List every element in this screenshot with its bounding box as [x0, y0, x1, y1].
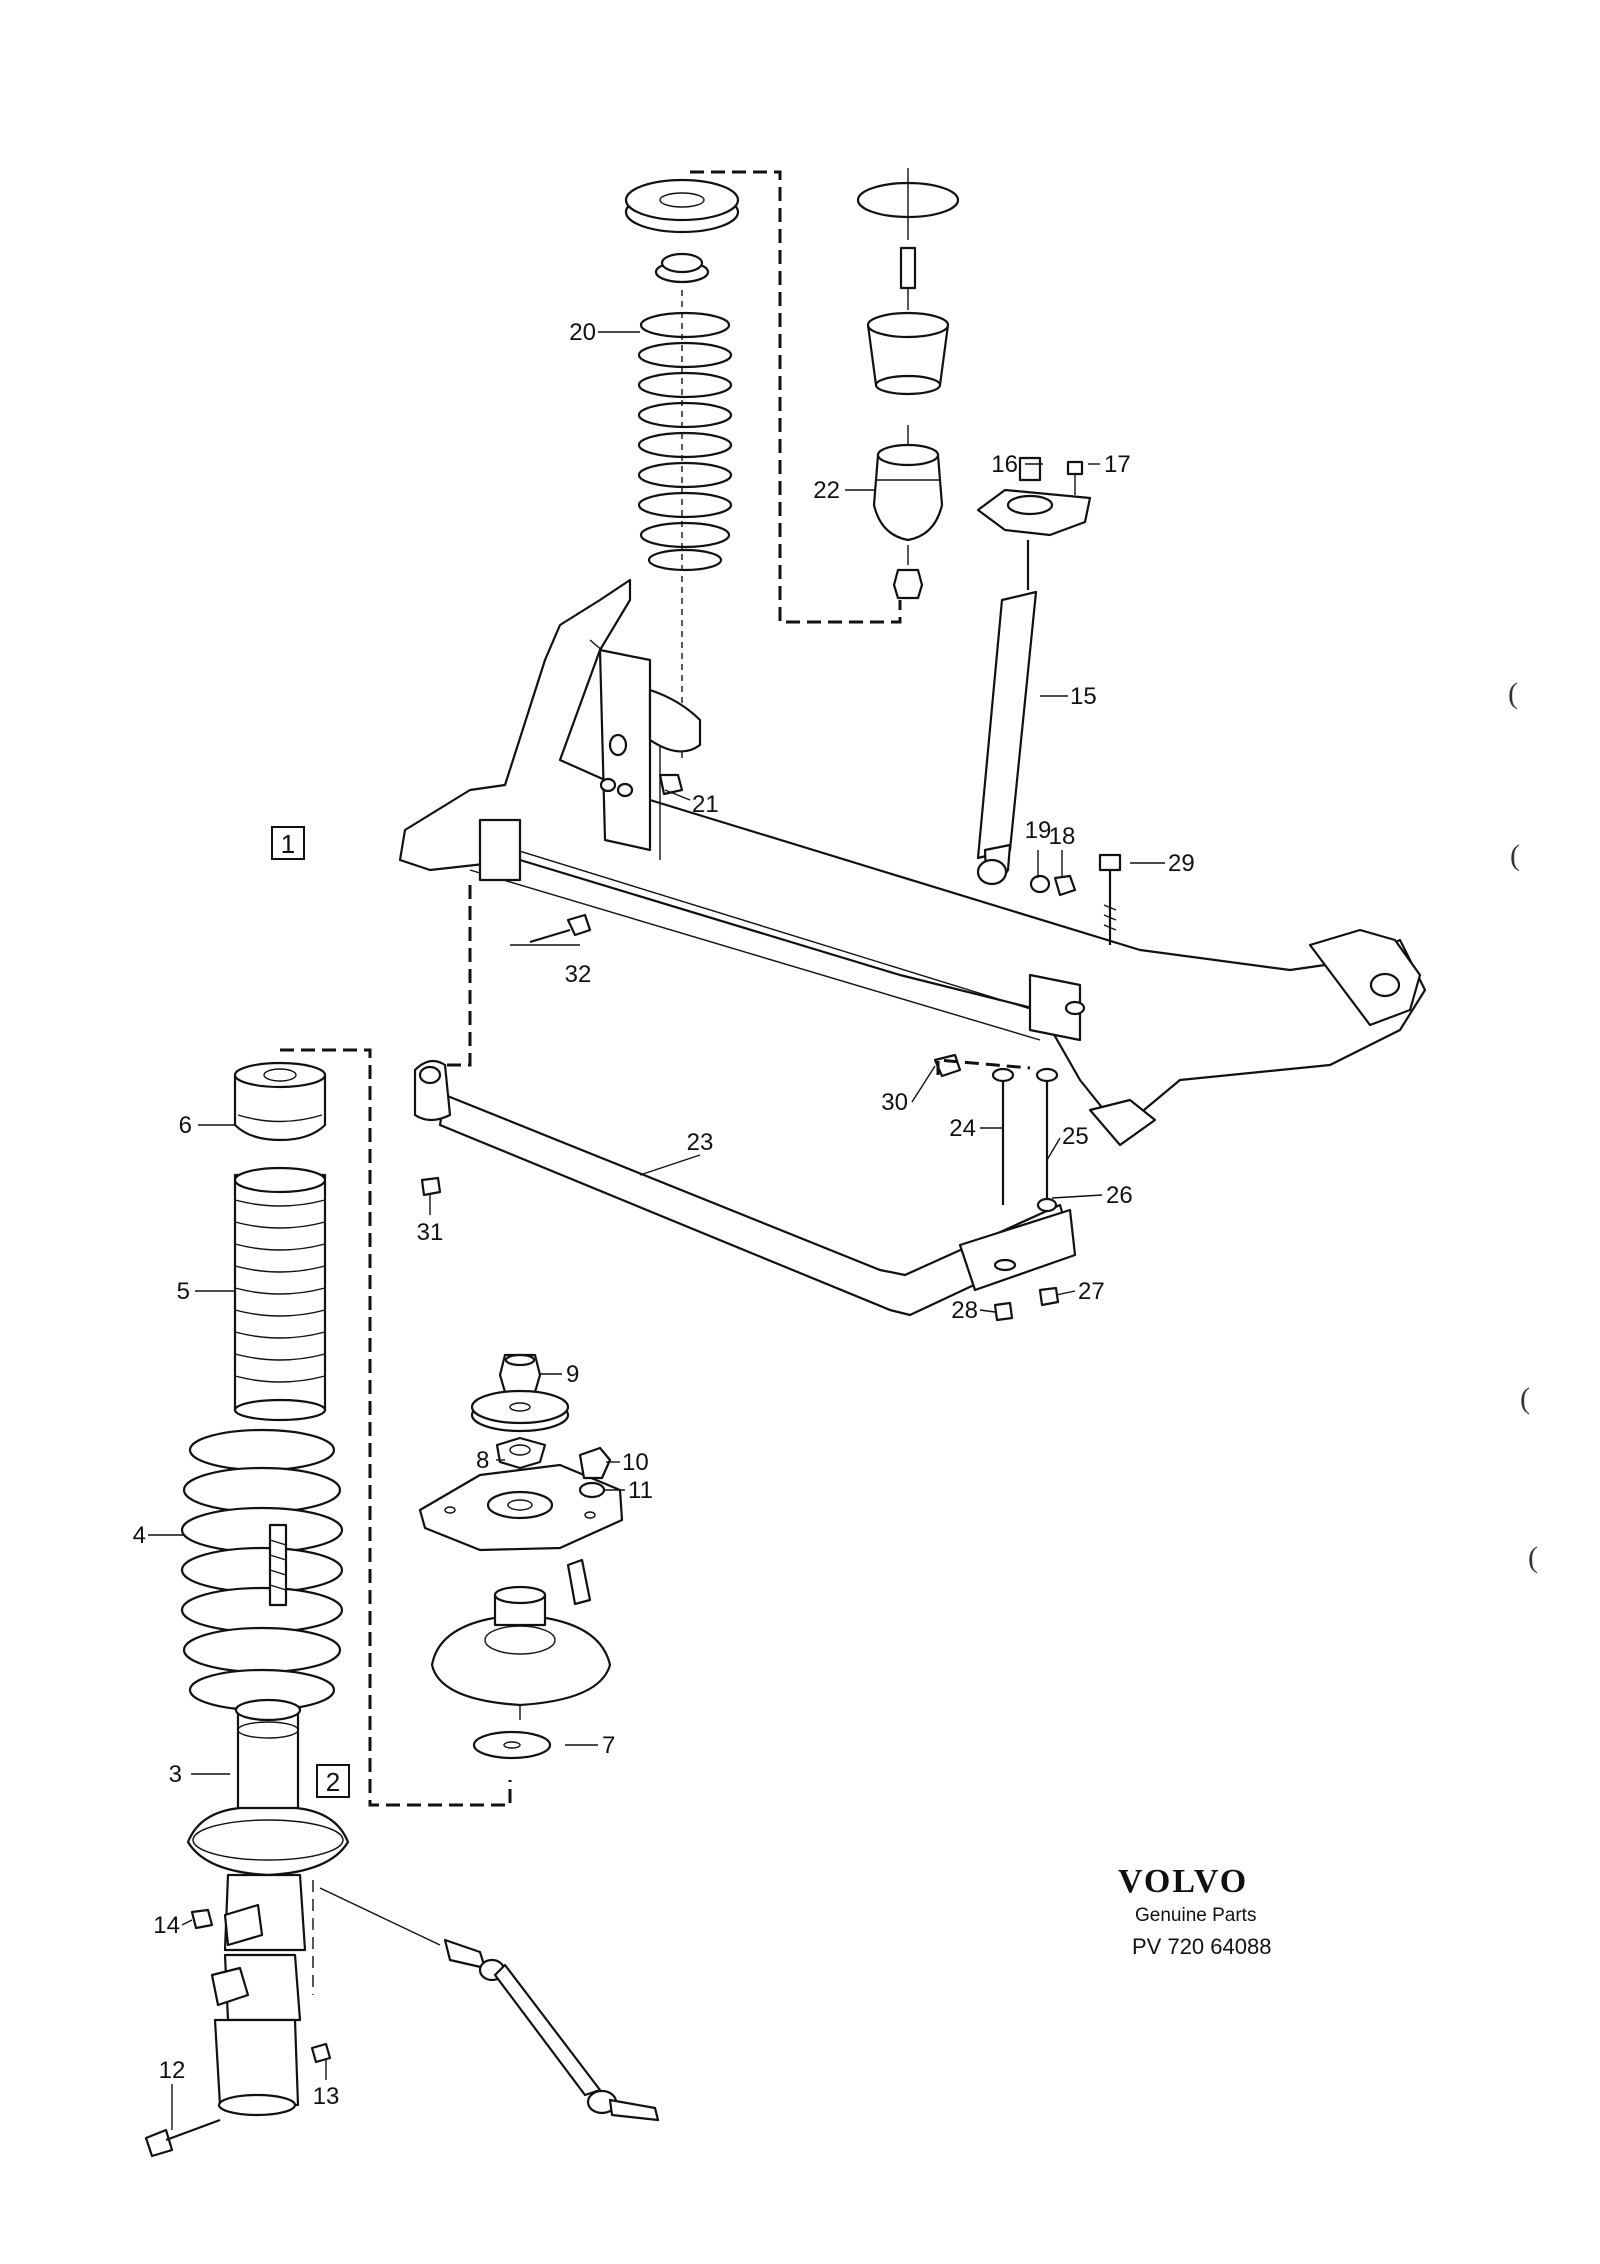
shock-lower-washer	[1029, 874, 1077, 897]
callout-18: 18	[1049, 823, 1076, 850]
callout-19: 19	[1025, 817, 1052, 844]
shock-top-washer	[856, 168, 960, 240]
callout-11: 11	[628, 1477, 653, 1504]
group-box-rear: 1	[271, 826, 305, 860]
group-box-front: 2	[316, 1764, 350, 1798]
brand-tagline: Genuine Parts	[1135, 1905, 1256, 1926]
front-bump-stop	[233, 1061, 327, 1142]
callout-31: 31	[417, 1219, 444, 1246]
margin-marks: ( ( ( (	[1508, 677, 1538, 1574]
front-group-link-line	[280, 1048, 512, 1807]
callout-26: 26	[1106, 1182, 1133, 1209]
shock-absorber	[976, 540, 1038, 886]
front-strut-bolts	[144, 1908, 332, 2158]
callout-32: 32	[565, 961, 592, 988]
antiroll-link-line	[418, 885, 472, 1082]
front-top-nut	[498, 1353, 542, 1394]
callout-20: 20	[569, 319, 596, 346]
callout-labels: 3 4 5 6 7 8 9 10 11 12 13 14 15 16 17 18…	[133, 319, 1195, 2110]
callout-4: 4	[133, 1522, 146, 1549]
front-dust-boot	[233, 1166, 327, 1422]
front-top-washer-11	[578, 1481, 606, 1499]
callout-6: 6	[179, 1112, 192, 1139]
antiroll-bracket-link-line	[936, 1058, 1031, 1075]
margin-mark: (	[1508, 677, 1518, 710]
brand-block: VOLVO Genuine Parts PV 720 64088	[1118, 1863, 1271, 1959]
rear-bump-stop	[872, 425, 944, 565]
margin-mark: (	[1520, 1382, 1530, 1415]
callout-27: 27	[1078, 1278, 1105, 1305]
callout-5: 5	[177, 1278, 190, 1305]
rear-group-link-line	[690, 170, 902, 624]
callout-23: 23	[687, 1129, 714, 1156]
callout-7: 7	[602, 1732, 615, 1759]
front-top-mount-plate	[418, 1463, 624, 1552]
shock-upper-mount	[976, 456, 1092, 537]
callout-10: 10	[622, 1449, 649, 1476]
callout-22: 22	[813, 477, 840, 504]
antiroll-nuts	[420, 1053, 1060, 1322]
margin-mark: (	[1510, 839, 1520, 872]
callout-21: 21	[692, 791, 719, 818]
callout-12: 12	[159, 2057, 186, 2084]
front-strut-tube	[186, 1698, 350, 2117]
rear-axle-nuts	[599, 733, 684, 798]
front-top-bearing	[495, 1436, 547, 1470]
front-top-washer	[470, 1389, 570, 1433]
callout-29: 29	[1168, 850, 1195, 877]
bolt-32	[529, 913, 592, 944]
rear-spring-bump-cap	[654, 252, 710, 284]
front-stabilizer-link	[319, 1887, 660, 2122]
front-lower-washer-7	[472, 1730, 552, 1760]
antiroll-bar	[413, 1059, 1077, 1317]
callout-13: 13	[313, 2083, 340, 2110]
callout-3: 3	[169, 1761, 182, 1788]
callout-24: 24	[949, 1115, 976, 1142]
leader-lines	[148, 331, 1165, 2130]
front-spring-seat	[430, 1585, 612, 1720]
front-coil-spring	[180, 1428, 344, 1712]
bolt-29	[1098, 853, 1122, 945]
antiroll-bolts-24-25	[991, 1067, 1059, 1213]
callout-8: 8	[476, 1447, 489, 1474]
rear-coil-spring	[637, 290, 733, 760]
rear-bump-stop-nut	[892, 568, 924, 600]
callout-28: 28	[951, 1297, 978, 1324]
rear-spring-seat-upper	[624, 178, 740, 234]
callout-17: 17	[1104, 451, 1131, 478]
front-top-stud	[566, 1558, 592, 1606]
callout-16: 16	[991, 451, 1018, 478]
group-box-front-label: 2	[326, 1767, 340, 1797]
margin-mark: (	[1528, 1541, 1538, 1574]
callout-15: 15	[1070, 683, 1097, 710]
callout-25: 25	[1062, 1123, 1089, 1150]
rear-axle-beam	[398, 578, 1427, 1147]
volvo-logo: VOLVO	[1118, 1863, 1248, 1900]
callout-14: 14	[153, 1912, 180, 1939]
part-number: PV 720 64088	[1132, 1934, 1271, 1959]
group-box-rear-label: 1	[281, 829, 295, 859]
callout-30: 30	[881, 1089, 908, 1116]
shock-top-stud	[899, 246, 917, 310]
shock-top-rubber	[866, 311, 950, 396]
front-top-nut-10	[578, 1446, 612, 1480]
callout-9: 9	[566, 1361, 579, 1388]
